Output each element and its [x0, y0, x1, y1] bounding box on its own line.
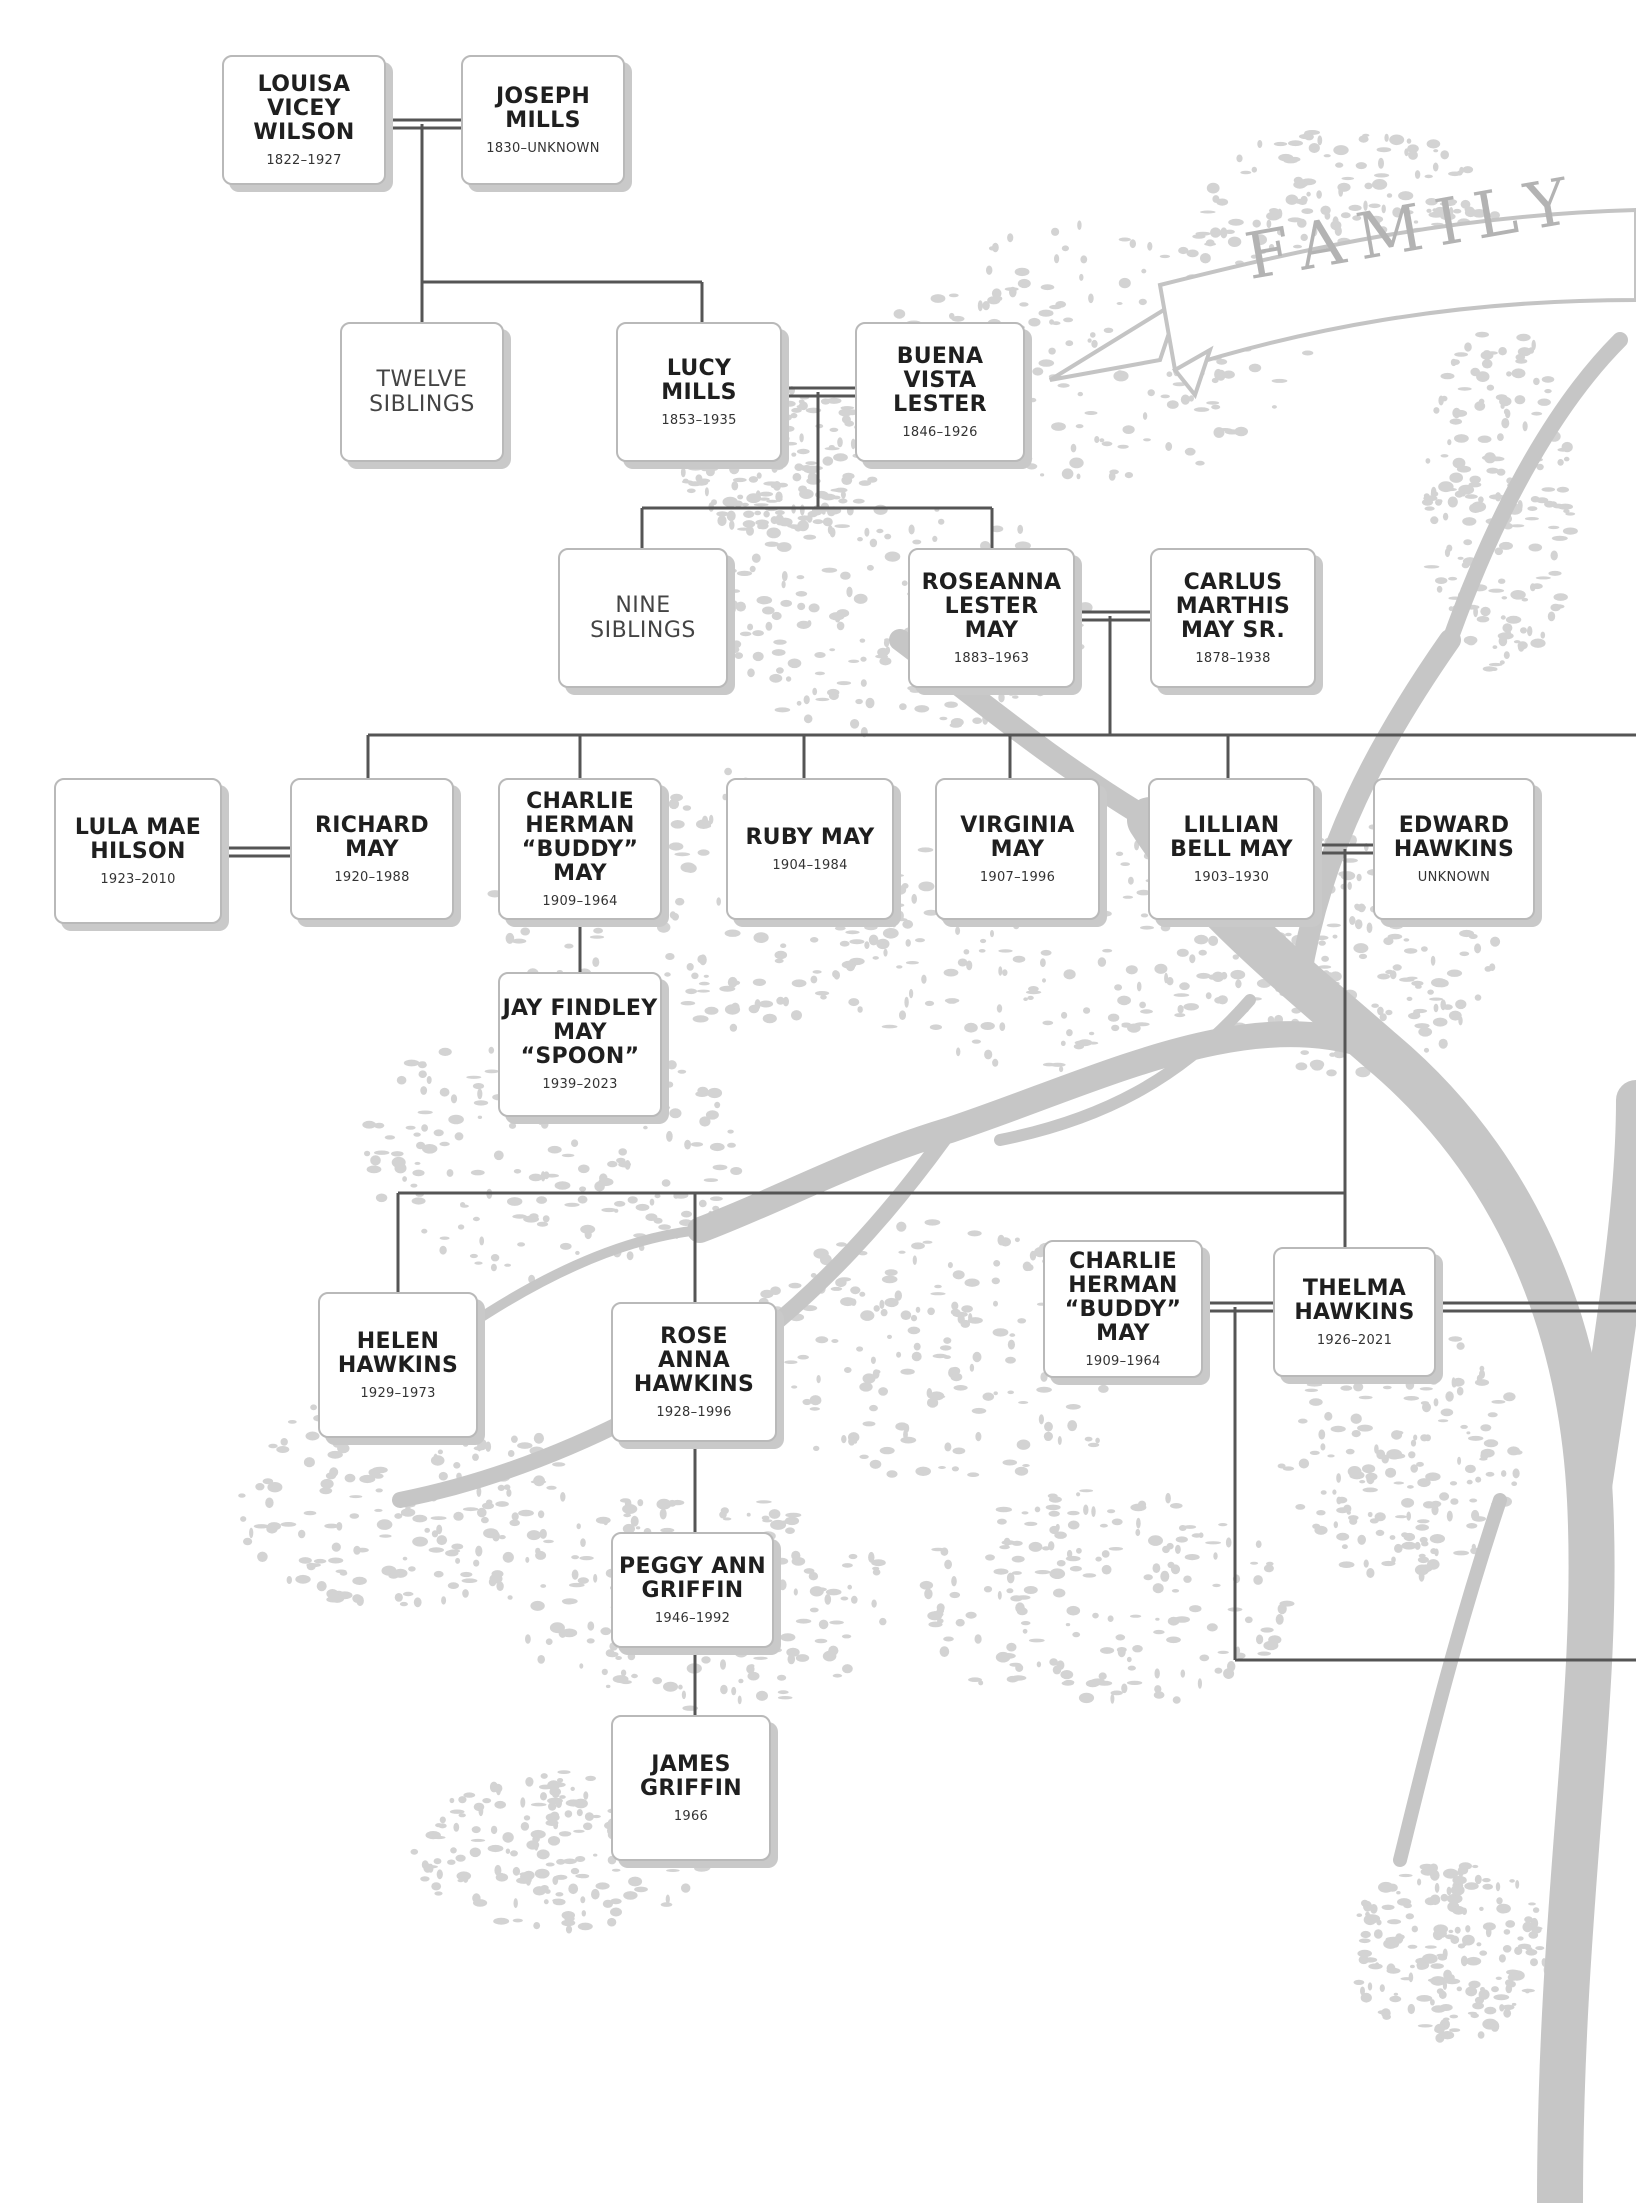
- person-carlus-marthis-may-sr[interactable]: CARLUS MARTHIS MAY SR. 1878–1938: [1150, 548, 1316, 688]
- person-louisa-vicey-wilson[interactable]: LOUISA VICEY WILSON 1822–1927: [222, 55, 386, 185]
- person-name: THELMA HAWKINS: [1294, 1277, 1414, 1325]
- person-jay-findley-may-spoon[interactable]: JAY FINDLEY MAY “SPOON” 1939–2023: [498, 972, 662, 1117]
- person-name: HELEN HAWKINS: [338, 1330, 458, 1378]
- person-dates: 1909–1964: [1085, 1354, 1160, 1369]
- person-james-griffin[interactable]: JAMES GRIFFIN 1966: [611, 1715, 771, 1861]
- person-name: ROSEANNA LESTER MAY: [922, 571, 1062, 643]
- person-name: JOSEPH MILLS: [496, 85, 590, 133]
- person-dates: 1920–1988: [334, 870, 409, 885]
- person-peggy-ann-griffin[interactable]: PEGGY ANN GRIFFIN 1946–1992: [611, 1532, 774, 1648]
- person-name: LUCY MILLS: [661, 357, 736, 405]
- person-name: RUBY MAY: [745, 826, 874, 850]
- person-name: EDWARD HAWKINS: [1394, 814, 1514, 862]
- person-dates: 1946–1992: [655, 1611, 730, 1626]
- person-name: ROSE ANNA HAWKINS: [634, 1325, 754, 1397]
- siblings-label: NINE SIBLINGS: [590, 593, 696, 643]
- person-name: CARLUS MARTHIS MAY SR.: [1176, 571, 1290, 643]
- person-ruby-may[interactable]: RUBY MAY 1904–1984: [726, 778, 894, 920]
- person-name: JAY FINDLEY MAY “SPOON”: [503, 997, 658, 1069]
- person-lula-mae-hilson[interactable]: LULA MAE HILSON 1923–2010: [54, 778, 222, 924]
- siblings-label: TWELVE SIBLINGS: [369, 367, 475, 417]
- person-dates: 1929–1973: [360, 1386, 435, 1401]
- person-dates: 1923–2010: [100, 872, 175, 887]
- person-lucy-mills[interactable]: LUCY MILLS 1853–1935: [616, 322, 782, 462]
- person-rose-anna-hawkins[interactable]: ROSE ANNA HAWKINS 1928–1996: [611, 1302, 777, 1442]
- person-name: LULA MAE HILSON: [75, 816, 201, 864]
- person-dates: 1904–1984: [772, 858, 847, 873]
- person-name: CHARLIE HERMAN “BUDDY” MAY: [1045, 1250, 1201, 1346]
- person-charlie-herman-buddy-may[interactable]: CHARLIE HERMAN “BUDDY” MAY 1909–1964: [498, 778, 662, 920]
- person-dates: 1966: [674, 1809, 708, 1824]
- person-thelma-hawkins[interactable]: THELMA HAWKINS 1926–2021: [1273, 1247, 1436, 1377]
- person-name: LILLIAN BELL MAY: [1170, 814, 1293, 862]
- person-name: RICHARD MAY: [315, 814, 429, 862]
- person-dates: 1853–1935: [661, 413, 736, 428]
- person-dates: 1822–1927: [266, 153, 341, 168]
- person-dates: UNKNOWN: [1418, 870, 1490, 885]
- person-dates: 1903–1930: [1194, 870, 1269, 885]
- person-virginia-may[interactable]: VIRGINIA MAY 1907–1996: [935, 778, 1100, 920]
- nine-siblings[interactable]: NINE SIBLINGS: [558, 548, 728, 688]
- person-joseph-mills[interactable]: JOSEPH MILLS 1830–UNKNOWN: [461, 55, 625, 185]
- person-name: CHARLIE HERMAN “BUDDY” MAY: [500, 790, 660, 886]
- person-dates: 1878–1938: [1195, 651, 1270, 666]
- person-edward-hawkins[interactable]: EDWARD HAWKINS UNKNOWN: [1373, 778, 1535, 920]
- person-name: JAMES GRIFFIN: [640, 1753, 742, 1801]
- person-lillian-bell-may[interactable]: LILLIAN BELL MAY 1903–1930: [1148, 778, 1315, 920]
- person-dates: 1939–2023: [542, 1077, 617, 1092]
- person-richard-may[interactable]: RICHARD MAY 1920–1988: [290, 778, 454, 920]
- person-dates: 1907–1996: [980, 870, 1055, 885]
- person-dates: 1928–1996: [656, 1405, 731, 1420]
- person-buena-vista-lester[interactable]: BUENA VISTA LESTER 1846–1926: [855, 322, 1025, 462]
- person-dates: 1926–2021: [1317, 1333, 1392, 1348]
- person-dates: 1846–1926: [902, 425, 977, 440]
- person-dates: 1909–1964: [542, 894, 617, 909]
- person-dates: 1830–UNKNOWN: [486, 141, 599, 156]
- person-name: LOUISA VICEY WILSON: [253, 73, 354, 145]
- person-name: VIRGINIA MAY: [960, 814, 1074, 862]
- person-name: BUENA VISTA LESTER: [893, 345, 987, 417]
- person-name: PEGGY ANN GRIFFIN: [619, 1555, 766, 1603]
- twelve-siblings[interactable]: TWELVE SIBLINGS: [340, 322, 504, 462]
- person-helen-hawkins[interactable]: HELEN HAWKINS 1929–1973: [318, 1292, 478, 1438]
- person-dates: 1883–1963: [954, 651, 1029, 666]
- person-charlie-herman-buddy-may-spouse[interactable]: CHARLIE HERMAN “BUDDY” MAY 1909–1964: [1043, 1240, 1203, 1378]
- person-roseanna-lester-may[interactable]: ROSEANNA LESTER MAY 1883–1963: [908, 548, 1075, 688]
